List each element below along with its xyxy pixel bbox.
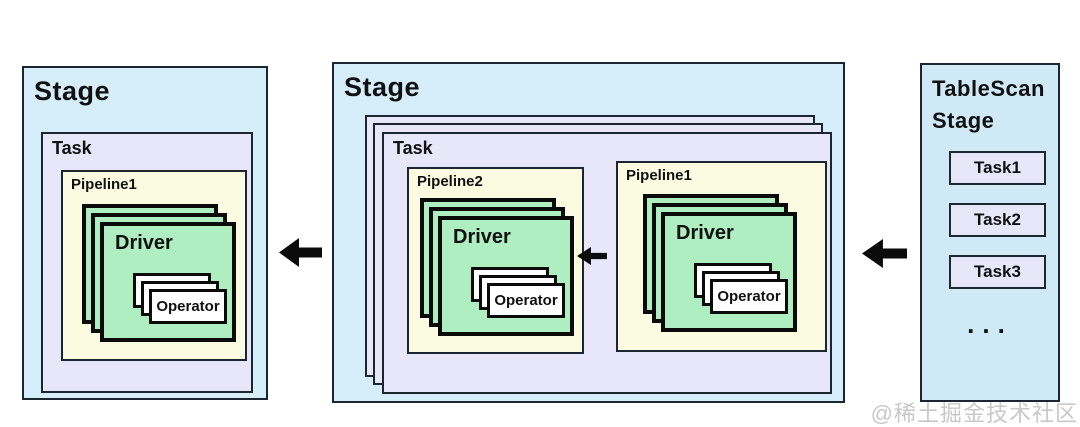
pipeline1-box-middle: Pipeline1 Driver Operator	[616, 161, 827, 352]
task-title: Task	[52, 138, 92, 158]
task1-chip: Task1	[949, 151, 1046, 185]
stage-middle-task-box: Task Pipeline2 Driver Operator	[382, 132, 832, 394]
pipeline-title: Pipeline2	[417, 173, 483, 190]
driver-box: Driver Operator	[661, 212, 797, 332]
stage-left-box: Stage Task Pipeline1 Driver Operator	[22, 66, 268, 400]
pipeline-title: Pipeline1	[626, 167, 692, 184]
stage-middle-box: Stage Task Pipeline2 Driver	[332, 62, 845, 403]
task3-chip: Task3	[949, 255, 1046, 289]
flow-arrow-middle-to-left	[279, 238, 322, 267]
driver-title: Driver	[115, 232, 173, 254]
flow-arrow-right-to-middle	[862, 239, 907, 268]
driver-box: Driver Operator	[100, 222, 236, 342]
pipeline2-box: Pipeline2 Driver Operator	[407, 167, 584, 354]
tablescan-stage-title: TableScan Stage	[932, 76, 1045, 133]
watermark: @稀土掘金技术社区	[870, 401, 1078, 426]
driver-title: Driver	[453, 226, 511, 248]
stage-middle-title: Stage	[344, 72, 421, 102]
driver-title: Driver	[676, 222, 734, 244]
task-title: Task	[393, 138, 433, 158]
operator-box: Operator	[487, 283, 565, 318]
pipeline1-box-left: Pipeline1 Driver Operator	[61, 170, 247, 361]
operator-box: Operator	[710, 279, 788, 314]
stage-left-task-box: Task Pipeline1 Driver Operator	[41, 132, 253, 393]
more-tasks-ellipsis: ...	[967, 309, 1013, 339]
task2-chip: Task2	[949, 203, 1046, 237]
stage-left-title: Stage	[34, 76, 111, 106]
driver-box: Driver Operator	[438, 216, 574, 336]
pipeline-title: Pipeline1	[71, 176, 137, 193]
tablescan-stage-box: TableScan Stage Task1 Task2 Task3 ...	[920, 63, 1060, 402]
flow-arrow-pipeline1-to-pipeline2	[577, 247, 607, 265]
operator-box: Operator	[149, 289, 227, 324]
